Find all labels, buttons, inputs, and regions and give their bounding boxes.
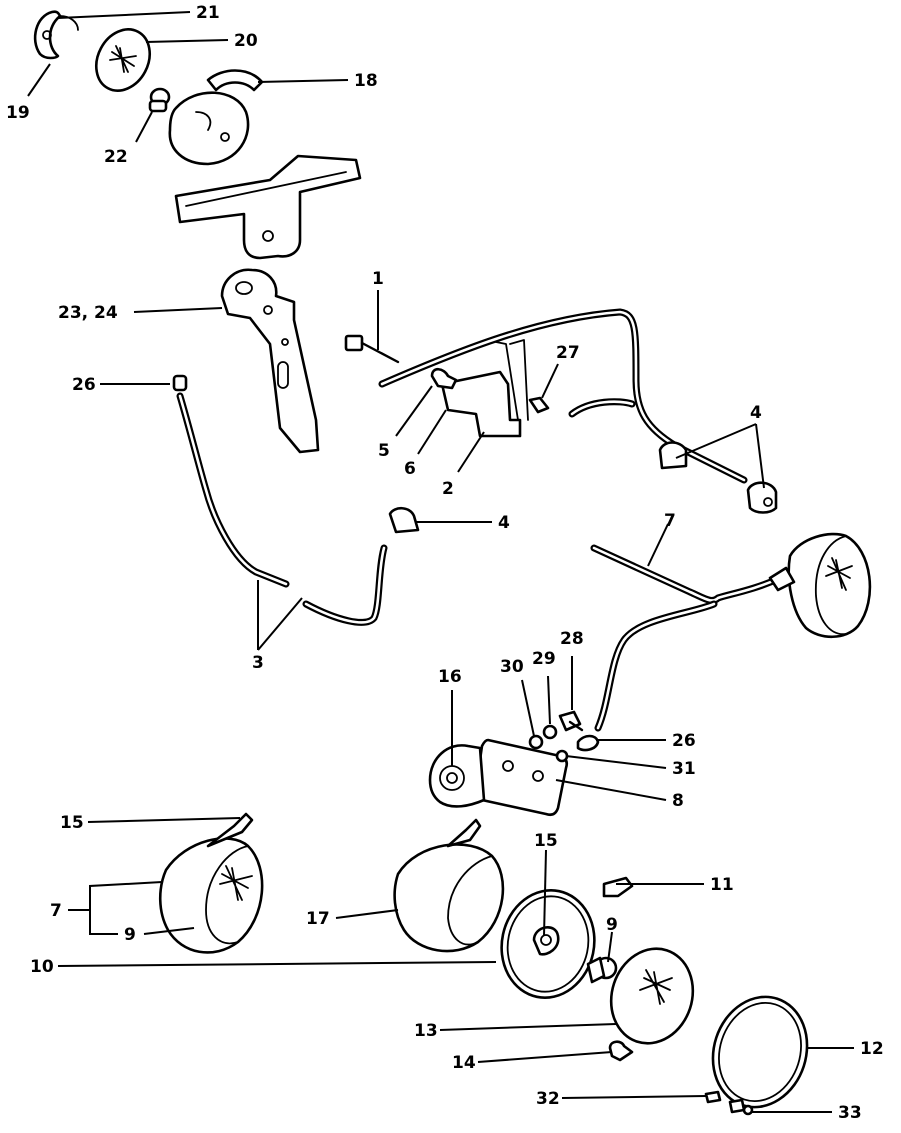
callout-32: 32 — [536, 1089, 560, 1109]
callout-26-top: 26 — [72, 375, 96, 395]
bolt-part-1 — [344, 334, 400, 364]
headlamp-mount-ring-10 — [500, 889, 596, 999]
tail-lamp-bulb — [148, 87, 171, 113]
wire-clip-4-right — [746, 481, 778, 514]
leader-lines — [27, 11, 854, 1113]
callout-14: 14 — [452, 1053, 476, 1073]
bolt-28 — [558, 710, 584, 732]
callout-29: 29 — [532, 649, 556, 669]
wiring-harness-3 — [176, 392, 388, 626]
callout-27: 27 — [556, 343, 580, 363]
callout-1: 1 — [372, 269, 384, 289]
callout-13: 13 — [414, 1021, 438, 1041]
seal-16 — [428, 744, 486, 808]
callout-20: 20 — [234, 31, 258, 51]
callout-9-right: 9 — [606, 915, 618, 935]
tail-lamp-housing — [168, 91, 250, 166]
small-screw-27 — [528, 396, 550, 414]
connector-26-lower — [576, 734, 600, 752]
clip-14 — [608, 1040, 634, 1062]
license-bracket — [174, 154, 362, 260]
callout-12: 12 — [860, 1039, 884, 1059]
tail-lamp-gasket — [33, 10, 79, 60]
callout-17: 17 — [306, 909, 330, 929]
nut-30 — [528, 734, 544, 750]
headlamp-right — [768, 532, 872, 639]
callout-9-left: 9 — [124, 925, 136, 945]
connector-26-top — [172, 374, 188, 392]
callout-4-center: 4 — [498, 513, 510, 533]
screw-33 — [742, 1104, 754, 1116]
callout-18: 18 — [354, 71, 378, 91]
callout-11: 11 — [710, 875, 734, 895]
callout-22: 22 — [104, 147, 128, 167]
retaining-ring-12 — [711, 995, 809, 1114]
callout-16: 16 — [438, 667, 462, 687]
wiring-harness-upper — [378, 308, 748, 484]
callout-5: 5 — [378, 441, 390, 461]
tail-lamp-hood — [206, 69, 264, 92]
clip-11 — [602, 876, 634, 898]
grommet-31 — [555, 749, 569, 763]
mounting-plate-8 — [473, 738, 569, 817]
callout-23-24: 23, 24 — [58, 303, 118, 323]
callout-15-left: 15 — [60, 813, 84, 833]
wire-clip-4-center — [388, 506, 420, 534]
callout-labels: 21 20 19 18 22 1 23, 24 27 26 4 5 6 2 4 … — [6, 3, 884, 1123]
callout-15-center: 15 — [534, 831, 558, 851]
callout-30: 30 — [500, 657, 524, 677]
headlamp-shell-17 — [393, 818, 505, 953]
callout-6: 6 — [404, 459, 416, 479]
sealed-beam-lens-13 — [609, 947, 695, 1045]
callout-8: 8 — [672, 791, 684, 811]
callout-7-lamp: 7 — [50, 901, 62, 921]
callout-2: 2 — [442, 479, 454, 499]
callout-19: 19 — [6, 103, 30, 123]
screw-32 — [704, 1090, 722, 1104]
bulb-9 — [586, 956, 618, 984]
tail-lamp-lens — [94, 28, 152, 92]
switch-bracket — [430, 339, 529, 438]
callout-21: 21 — [196, 3, 220, 23]
callout-26-lower: 26 — [672, 731, 696, 751]
callout-28: 28 — [560, 629, 584, 649]
callout-31: 31 — [672, 759, 696, 779]
mounting-bracket — [220, 268, 320, 454]
washer-29 — [542, 724, 558, 740]
callout-7-harness: 7 — [664, 511, 676, 531]
callout-3: 3 — [252, 653, 264, 673]
headlamp-left — [158, 812, 264, 954]
callout-33: 33 — [838, 1103, 862, 1123]
wiring-harness-7 — [590, 544, 784, 732]
callout-10: 10 — [30, 957, 54, 977]
callout-4-right: 4 — [750, 403, 762, 423]
